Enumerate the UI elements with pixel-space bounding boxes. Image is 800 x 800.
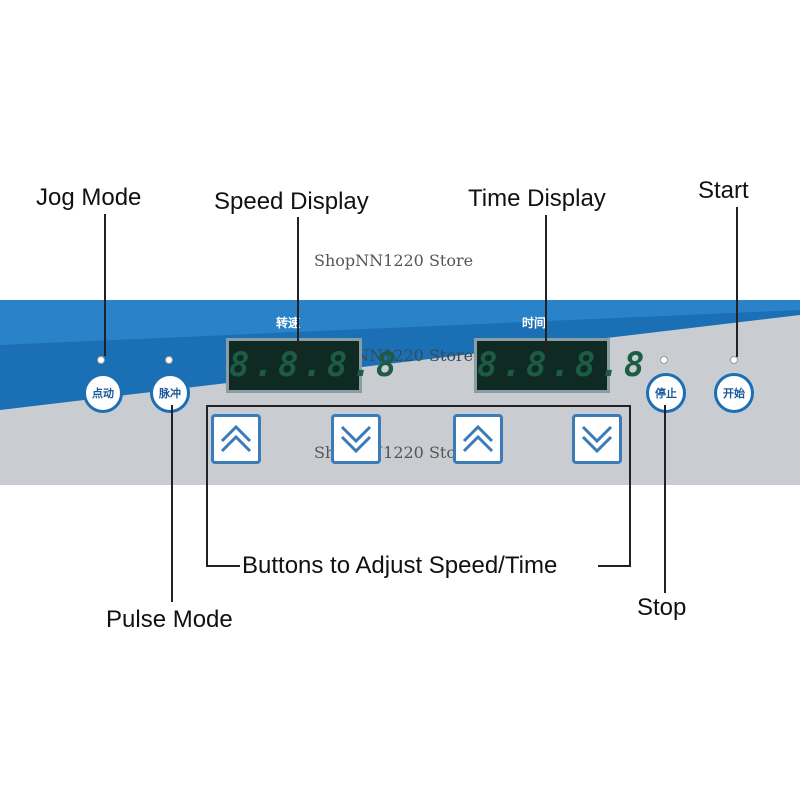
speed-up-button[interactable]: [211, 414, 261, 464]
time-display-callout: Time Display: [468, 185, 606, 212]
jog-button[interactable]: 点动: [83, 373, 123, 413]
time-display: 8.8.8.8: [474, 338, 649, 393]
time-leader-line: [545, 215, 547, 357]
watermark-top: ShopNN1220 Store: [314, 251, 474, 270]
start-indicator-dot: [730, 356, 738, 364]
time-down-button[interactable]: [572, 414, 622, 464]
start-leader-line: [736, 207, 738, 357]
up-chevron-icon: [462, 424, 494, 453]
stop-button[interactable]: 停止: [646, 373, 686, 413]
pulse-mode-callout: Pulse Mode: [106, 606, 233, 633]
bracket-right: [629, 405, 631, 566]
speed-leader-line: [297, 217, 299, 357]
speed-display: 8.8.8.8: [226, 338, 401, 393]
time-label: 时间: [522, 316, 547, 330]
start-callout: Start: [698, 177, 749, 204]
jog-indicator-dot: [97, 356, 105, 364]
start-button[interactable]: 开始: [714, 373, 754, 413]
stop-leader-line: [664, 405, 666, 593]
adjust-buttons-callout: Buttons to Adjust Speed/Time: [242, 552, 558, 579]
bracket-top: [206, 405, 631, 407]
speed-digits: 8.8.8.8: [229, 345, 401, 385]
jog-mode-callout: Jog Mode: [36, 184, 142, 211]
bracket-left: [206, 405, 208, 566]
jog-leader-line: [104, 214, 106, 356]
speed-label: 转速: [276, 316, 301, 330]
bracket-bottom-left: [206, 565, 240, 567]
speed-display-callout: Speed Display: [214, 188, 369, 215]
stop-indicator-dot: [660, 356, 668, 364]
pulse-indicator-dot: [165, 356, 173, 364]
time-digits: 8.8.8.8: [477, 345, 649, 385]
down-chevron-icon: [340, 425, 372, 454]
speed-down-button[interactable]: [331, 414, 381, 464]
up-chevron-icon: [220, 424, 252, 453]
pulse-button[interactable]: 脉冲: [150, 373, 190, 413]
down-chevron-icon: [581, 425, 613, 454]
stop-callout: Stop: [637, 594, 687, 621]
pulse-leader-line: [171, 405, 173, 602]
time-up-button[interactable]: [453, 414, 503, 464]
bracket-bottom-right: [598, 565, 631, 567]
